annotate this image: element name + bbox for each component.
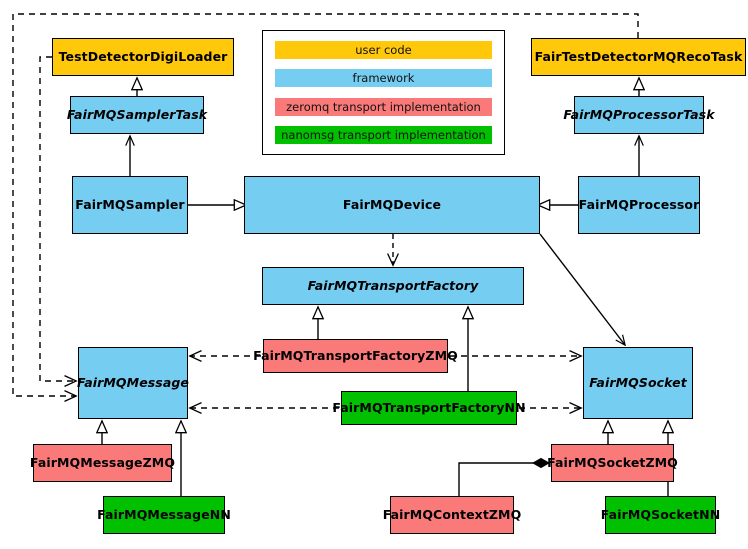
legend-item-zeromq: zeromq transport implementation [275, 97, 492, 116]
legend: user code framework zeromq transport imp… [262, 30, 505, 155]
legend-label: zeromq transport implementation [286, 99, 481, 114]
class-node-fairtestdetectormqrecotask[interactable]: FairTestDetectorMQRecoTask [531, 38, 746, 76]
class-node-testdetectordigiloader[interactable]: TestDetectorDigiLoader [52, 38, 234, 76]
legend-label: framework [352, 71, 415, 86]
class-label: FairMQMessage [77, 375, 190, 391]
class-label: FairMQSampler [75, 197, 185, 213]
class-node-fairmqsocketnn[interactable]: FairMQSocketNN [601, 496, 720, 534]
class-label: FairMQTransportFactory [307, 278, 479, 294]
legend-item-user-code: user code [275, 41, 492, 59]
legend-label: nanomsg transport implementation [281, 127, 486, 142]
class-node-fairmqsocket[interactable]: FairMQSocket [583, 347, 693, 419]
class-node-fairmqsampler[interactable]: FairMQSampler [72, 176, 188, 234]
class-node-fairmqdevice[interactable]: FairMQDevice [244, 176, 540, 234]
class-node-fairmqprocessortask[interactable]: FairMQProcessorTask [563, 96, 715, 134]
class-label: FairMQProcessor [578, 197, 700, 213]
class-label: FairMQContextZMQ [382, 507, 522, 523]
class-label: FairMQSocketZMQ [547, 455, 678, 471]
edge-device-to-socket [539, 233, 625, 345]
class-node-fairmqmessagezmq[interactable]: FairMQMessageZMQ [29, 444, 176, 482]
class-node-fairmqmessagenn[interactable]: FairMQMessageNN [97, 496, 231, 534]
class-label: FairMQTransportFactoryZMQ [253, 348, 458, 364]
edge-contextzmq-to-socketzmq [458, 457, 551, 496]
class-label: FairMQSocket [589, 375, 687, 391]
class-node-fairmqtransportfactoryzmq[interactable]: FairMQTransportFactoryZMQ [253, 339, 458, 373]
class-node-fairmqsamplertask[interactable]: FairMQSamplerTask [66, 96, 208, 134]
class-node-fairmqprocessor[interactable]: FairMQProcessor [578, 176, 700, 234]
class-label: FairTestDetectorMQRecoTask [534, 49, 743, 65]
class-label: FairMQDevice [342, 197, 442, 213]
class-label: FairMQTransportFactoryNN [332, 400, 526, 416]
class-node-fairmqtransportfactory[interactable]: FairMQTransportFactory [262, 267, 524, 305]
class-label: FairMQProcessorTask [563, 107, 715, 123]
legend-label: user code [355, 43, 412, 57]
class-label: FairMQMessageZMQ [29, 455, 176, 471]
class-label: TestDetectorDigiLoader [58, 49, 228, 65]
legend-item-framework: framework [275, 69, 492, 88]
class-node-fairmqsocketzmq[interactable]: FairMQSocketZMQ [547, 444, 678, 482]
class-label: FairMQSocketNN [600, 507, 721, 523]
class-label: FairMQSamplerTask [66, 107, 208, 123]
class-node-fairmqmessage[interactable]: FairMQMessage [77, 347, 190, 419]
class-node-fairmqcontextzmq[interactable]: FairMQContextZMQ [383, 496, 521, 534]
class-label: FairMQMessageNN [97, 507, 231, 523]
legend-item-nanomsg: nanomsg transport implementation [275, 125, 492, 144]
class-node-fairmqtransportfactorynn[interactable]: FairMQTransportFactoryNN [332, 391, 526, 425]
